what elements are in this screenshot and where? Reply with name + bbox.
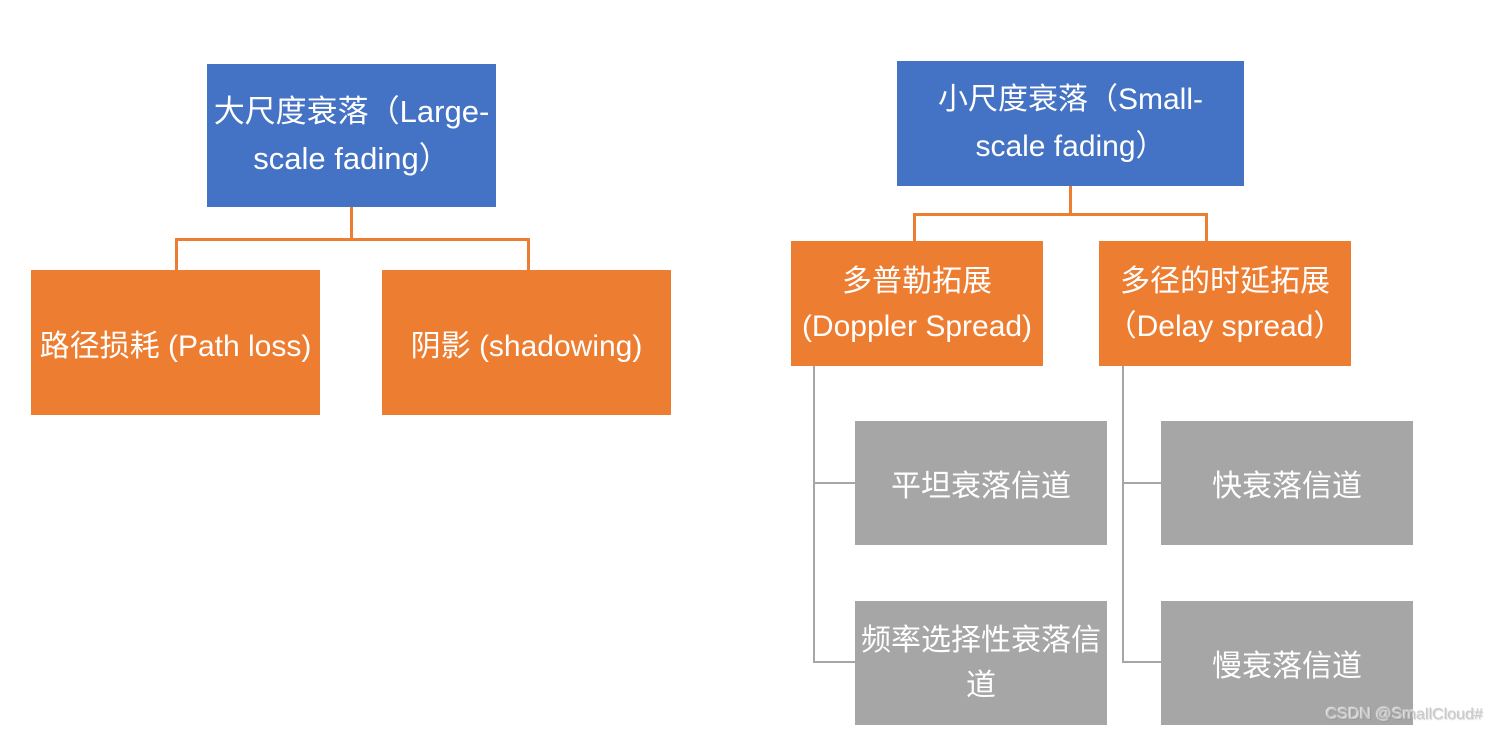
node-large-scale-fading: 大尺度衰落（Large-scale fading） [207,64,496,207]
connector-small-root-drop [1069,186,1072,213]
node-delay-spread-label: 多径的时延拓展（Delay spread） [1106,264,1344,343]
node-large-scale-fading-label: 大尺度衰落（Large-scale fading） [213,94,490,176]
node-small-scale-fading: 小尺度衰落（Small-scale fading） [897,61,1244,186]
node-fast-fading-channel-label: 快衰落信道 [1212,470,1362,503]
node-frequency-selective-fading-channel-label: 频率选择性衰落信道 [861,624,1101,702]
node-doppler-spread: 多普勒拓展(Doppler Spread) [791,241,1043,366]
node-frequency-selective-fading-channel: 频率选择性衰落信道 [855,601,1107,725]
csdn-watermark: CSDN @SmallCloud# [1326,706,1483,723]
node-flat-fading-channel: 平坦衰落信道 [855,421,1107,545]
connector-delay-branch-fast [1122,482,1161,484]
connector-large-left-drop [175,238,178,270]
connector-doppler-spine [813,366,815,663]
connector-small-right-drop [1205,213,1208,241]
connector-small-crossbar [913,213,1208,216]
node-shadowing-label: 阴影 (shadowing) [410,329,643,363]
connector-doppler-branch-freq-selective [813,661,855,663]
node-path-loss: 路径损耗 (Path loss) [31,270,320,415]
connector-delay-branch-slow [1122,661,1161,663]
node-small-scale-fading-label: 小尺度衰落（Small-scale fading） [937,83,1203,163]
node-slow-fading-channel: 慢衰落信道 [1161,601,1413,725]
node-shadowing: 阴影 (shadowing) [382,270,671,415]
connector-large-crossbar [175,238,530,241]
connector-delay-spine [1122,366,1124,663]
node-doppler-spread-label: 多普勒拓展(Doppler Spread) [801,264,1033,343]
connector-large-root-drop [350,207,353,238]
node-slow-fading-channel-label: 慢衰落信道 [1212,650,1362,683]
connector-doppler-branch-flat [813,482,855,484]
connector-large-right-drop [527,238,530,270]
node-flat-fading-channel-label: 平坦衰落信道 [891,470,1071,503]
node-delay-spread: 多径的时延拓展（Delay spread） [1099,241,1351,366]
node-fast-fading-channel: 快衰落信道 [1161,421,1413,545]
connector-small-left-drop [913,213,916,241]
node-path-loss-label: 路径损耗 (Path loss) [39,329,312,363]
